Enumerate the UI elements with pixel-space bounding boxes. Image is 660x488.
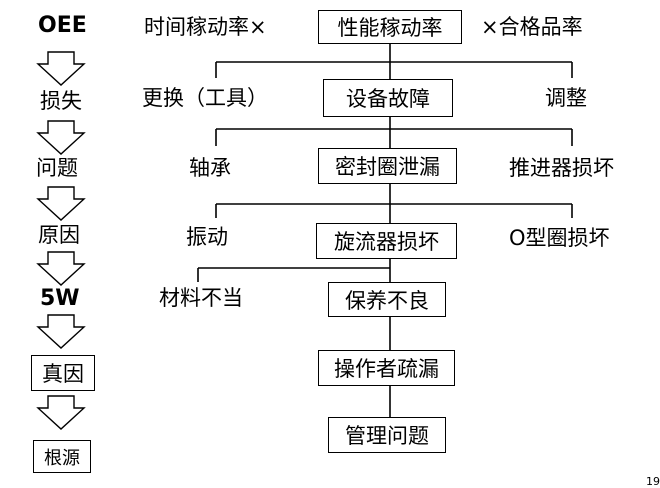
- label-improper-material: 材料不当: [159, 286, 243, 310]
- box-true-cause: 真因: [31, 355, 95, 391]
- label-vibration: 振动: [186, 225, 228, 249]
- label-problem: 问题: [36, 156, 78, 180]
- label-loss: 损失: [40, 89, 82, 113]
- label-oee: OEE: [38, 13, 87, 38]
- page-number: 19: [646, 475, 660, 488]
- label-propeller-damage: 推进器损坏: [509, 156, 614, 180]
- label-quality-rate: ×合格品率: [481, 15, 583, 39]
- down-arrow-icon-5: [36, 314, 86, 349]
- box-management-issue: 管理问题: [328, 417, 446, 453]
- down-arrow-icon-4: [36, 251, 86, 286]
- label-bearing: 轴承: [189, 156, 231, 180]
- down-arrow-icon-1: [36, 51, 86, 86]
- down-arrow-icon-3: [36, 186, 86, 221]
- box-poor-maintenance: 保养不良: [328, 282, 446, 317]
- box-operator-oversight: 操作者疏漏: [318, 350, 455, 386]
- label-oring-damage: O型圈损坏: [509, 226, 610, 250]
- box-performance-rate: 性能稼动率: [318, 10, 462, 44]
- down-arrow-icon-6: [36, 395, 86, 430]
- label-time-rate: 时间稼动率×: [144, 15, 267, 39]
- box-root: 根源: [33, 440, 91, 473]
- box-seal-leak: 密封圈泄漏: [318, 148, 457, 184]
- down-arrow-icon-2: [36, 120, 86, 155]
- box-equipment-failure: 设备故障: [323, 79, 453, 117]
- label-tool-change: 更换（工具）: [142, 86, 268, 110]
- box-cyclone-damage: 旋流器损坏: [316, 223, 457, 259]
- label-reason: 原因: [38, 223, 80, 247]
- label-5w: 5W: [40, 286, 80, 311]
- label-adjust: 调整: [545, 86, 587, 110]
